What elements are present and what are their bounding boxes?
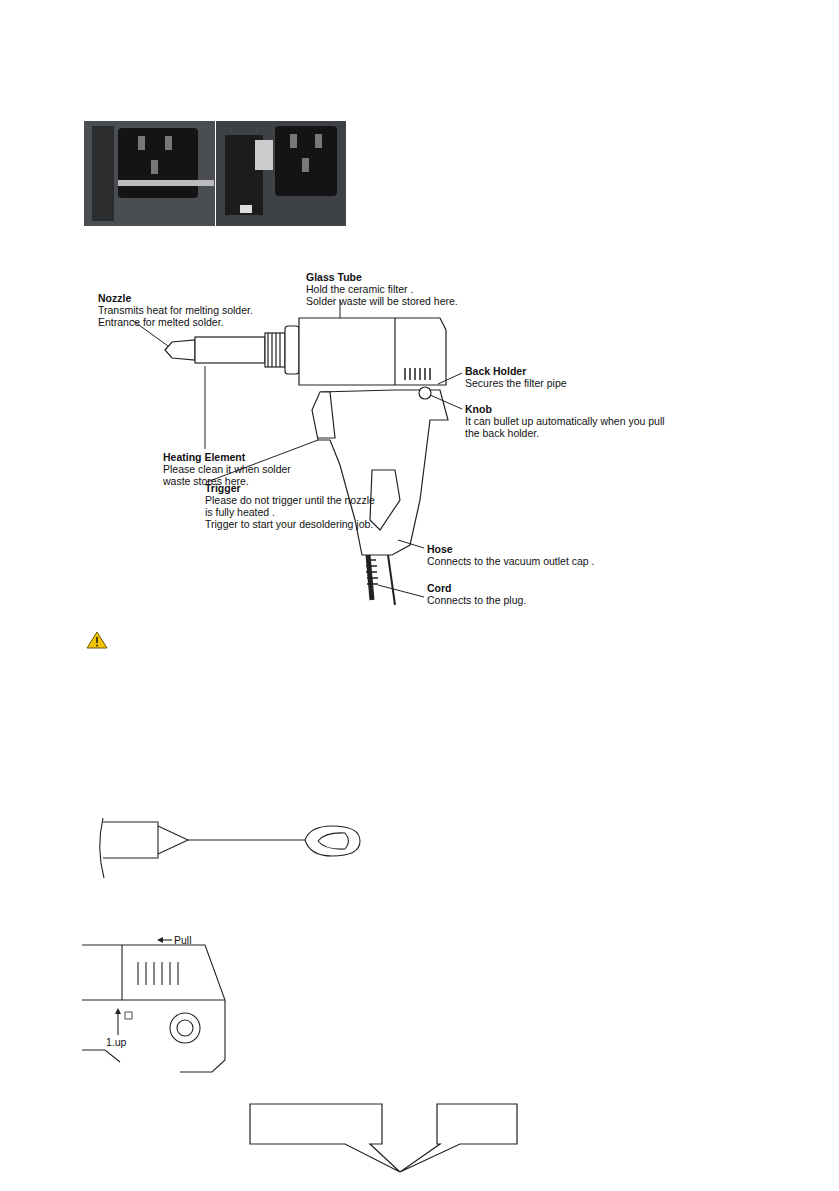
part-name: Cord (427, 582, 527, 594)
part-name: Heating Element (163, 451, 303, 463)
part-note: Trigger to start your desoldering job. (205, 518, 377, 530)
part-note: Hold the ceramic filter . (306, 283, 496, 295)
part-name: Back Holder (465, 365, 605, 377)
socket-photo (216, 121, 346, 226)
part-note: Connects to the vacuum outlet cap . (427, 555, 595, 567)
part-note: Connects to the plug. (427, 594, 587, 606)
part-note: It can bullet up automatically when you … (465, 415, 670, 439)
part-name: Glass Tube (306, 271, 426, 283)
part-note: Secures the filter pipe (465, 377, 625, 389)
action-label: 1.up (106, 1036, 146, 1048)
part-name: Hose (427, 543, 527, 555)
part-name: Nozzle (98, 292, 278, 304)
socket-photo (84, 121, 215, 226)
action-label: Pull (174, 934, 234, 946)
part-note: Solder waste will be stored here. (306, 295, 496, 307)
part-name: Trigger (205, 482, 305, 494)
part-name: Knob (465, 403, 565, 415)
part-note: Entrance for melted solder. (98, 316, 288, 328)
part-note: Transmits heat for melting solder. (98, 304, 288, 316)
part-note: Please do not trigger until the nozzle i… (205, 494, 375, 518)
